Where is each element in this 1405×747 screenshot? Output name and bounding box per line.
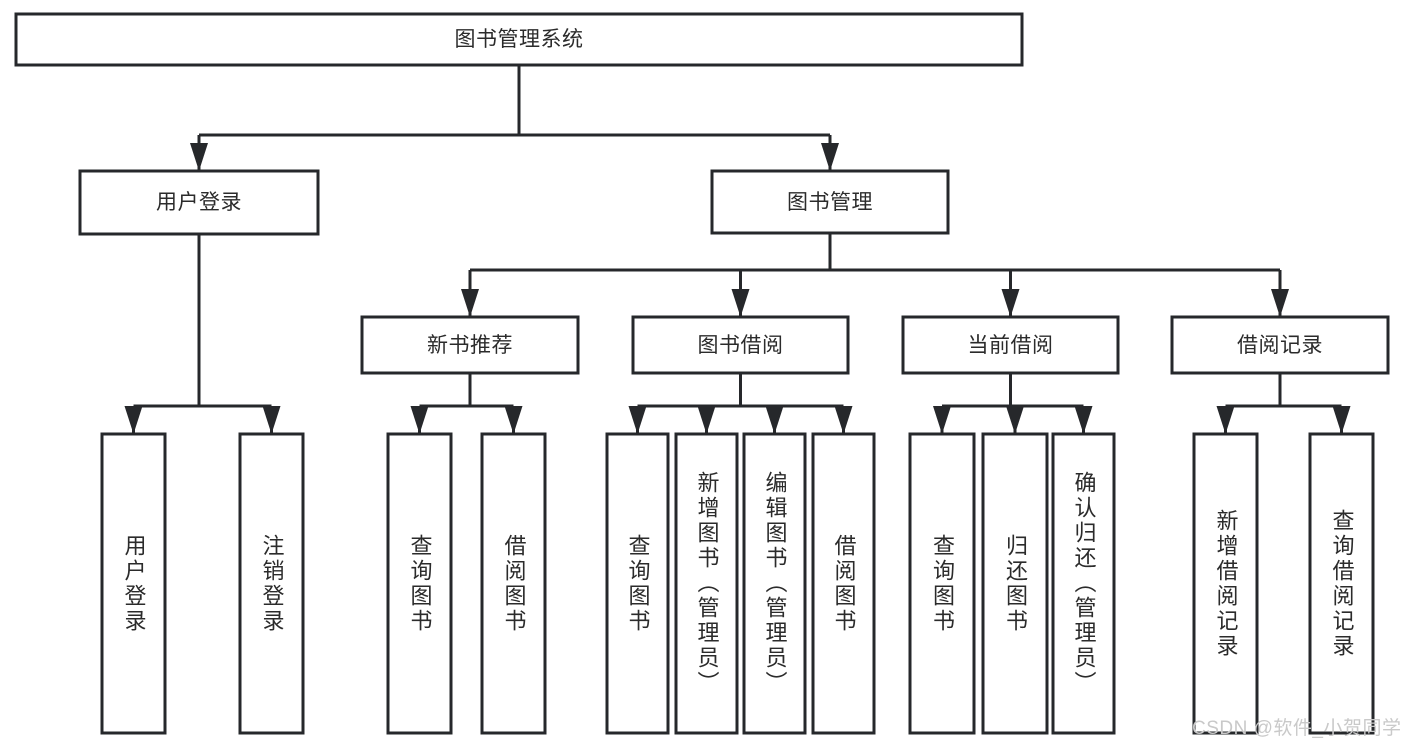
connector-arrow-icon xyxy=(628,406,647,434)
node-box-leaf-edit-book-admin[interactable] xyxy=(742,432,807,735)
connector-arrow-icon xyxy=(834,406,853,434)
connector-arrow-icon xyxy=(124,406,143,434)
connector-arrow-icon xyxy=(1216,406,1235,434)
connector-arrow-icon xyxy=(262,406,281,434)
connector-arrow-icon xyxy=(1001,289,1020,317)
node-box-leaf-confirm-return-admin[interactable] xyxy=(1051,432,1116,735)
connector-arrow-icon xyxy=(1006,406,1024,434)
node-box-current-borrow[interactable] xyxy=(901,315,1120,375)
node-box-leaf-borrow-book-2[interactable] xyxy=(811,432,876,735)
connector-arrow-icon xyxy=(765,406,784,434)
node-box-leaf-query-book-2[interactable] xyxy=(605,432,670,735)
node-box-root[interactable] xyxy=(14,12,1024,67)
node-box-leaf-return-book[interactable] xyxy=(981,432,1049,735)
connector-arrow-icon xyxy=(697,406,716,434)
connector-arrow-icon xyxy=(933,406,951,434)
node-box-book-manage[interactable] xyxy=(710,169,950,235)
connector-arrow-icon xyxy=(821,143,839,171)
connector-arrow-icon xyxy=(1271,289,1289,317)
node-box-leaf-add-book-admin[interactable] xyxy=(674,432,739,735)
connector-arrow-icon xyxy=(1332,406,1351,434)
connector-arrow-icon xyxy=(504,406,523,434)
node-box-leaf-user-login[interactable] xyxy=(100,432,167,735)
node-box-leaf-user-logout[interactable] xyxy=(238,432,305,735)
connector-arrow-icon xyxy=(461,289,479,317)
node-box-leaf-query-borrow-record[interactable] xyxy=(1308,432,1375,735)
node-box-new-book-recommend[interactable] xyxy=(360,315,580,375)
node-box-leaf-add-borrow-record[interactable] xyxy=(1192,432,1259,735)
boxes-layer xyxy=(14,12,1390,735)
connector-arrow-icon xyxy=(190,143,208,171)
connector-arrow-icon xyxy=(1074,406,1093,434)
edges-layer xyxy=(124,65,1351,434)
node-box-leaf-query-book-1[interactable] xyxy=(386,432,453,735)
node-box-user-login[interactable] xyxy=(78,169,320,236)
connector-arrow-icon xyxy=(731,289,750,317)
node-box-borrow-record[interactable] xyxy=(1170,315,1390,375)
node-box-leaf-query-book-3[interactable] xyxy=(908,432,976,735)
node-box-leaf-borrow-book-1[interactable] xyxy=(480,432,547,735)
node-box-book-borrow[interactable] xyxy=(631,315,850,375)
connector-arrow-icon xyxy=(410,406,429,434)
